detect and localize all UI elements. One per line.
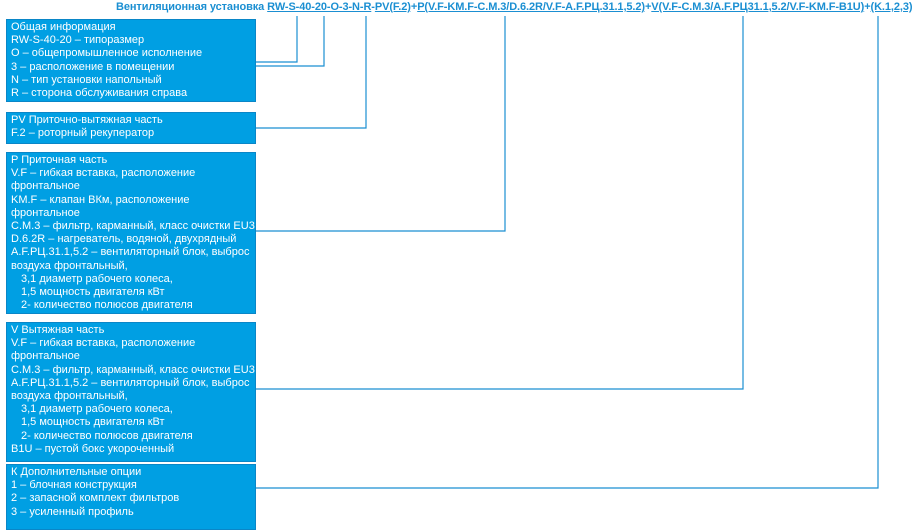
code-part-exhaust: V(V.F-C.M.3/A.F.PЦ31.1,5.2/V.F-KM.F-B1U) [651, 1, 865, 13]
connector-supply [256, 16, 506, 232]
box-line: О – общепромышленное исполнение [11, 47, 203, 60]
box-line: V.F – гибкая вставка, расположение фронт… [11, 167, 196, 193]
box-line: 2- количество полюсов двигателя [21, 299, 193, 312]
box-line: 3 – расположение в помещении [11, 60, 175, 73]
box-line: C.M.3 – фильтр, карманный, класс очистки… [11, 363, 255, 376]
box-general-info: Общая информация RW-S-40-20 – типоразмер… [6, 19, 256, 102]
code-separator: - [371, 1, 375, 13]
box-line: C.M.3 – фильтр, карманный, класс очистки… [11, 220, 255, 233]
box-line: 1,5 мощность двигателя кВт [21, 286, 165, 299]
code-part-pv: PV(F.2) [374, 1, 411, 13]
connector-general-b [256, 16, 325, 67]
code-part-base: RW-S-40-20-O-3-N-R [267, 1, 372, 13]
code-part-options: (K.1,2,3) [870, 1, 912, 13]
box-line: N – тип установки напольный [11, 73, 162, 86]
box-line: 2 – запасной комплект фильтров [11, 492, 180, 505]
box-line: 3,1 диаметр рабочего колеса, [21, 272, 173, 285]
code-separator: + [864, 1, 871, 13]
box-line: KM.F – клапан ВКм, расположение фронталь… [11, 193, 190, 219]
box-title: PV Приточно-вытяжная часть [11, 114, 163, 126]
box-line: 3 – усиленный профиль [11, 505, 134, 518]
header-label: Вентиляционная установка [116, 1, 268, 13]
box-line: V.F – гибкая вставка, расположение фронт… [11, 337, 196, 363]
connector-general-a [256, 16, 298, 63]
box-additional-options: К Дополнительные опции 1 – блочная конст… [6, 464, 256, 530]
box-line: R – сторона обслуживания справа [11, 87, 188, 100]
connector-exhaust [256, 16, 744, 390]
box-title: P Приточная часть [11, 154, 108, 166]
box-title: К Дополнительные опции [11, 466, 142, 478]
code-separator: + [410, 1, 418, 13]
box-title: Общая информация [11, 21, 116, 33]
box-title: V Вытяжная часть [11, 324, 105, 336]
code-separator: + [644, 1, 652, 13]
box-supply-exhaust: PV Приточно-вытяжная часть F.2 – роторны… [6, 112, 256, 144]
diagram-header: Вентиляционная установка RW-S-40-20-O-3-… [116, 1, 912, 13]
box-exhaust-part: V Вытяжная часть V.F – гибкая вставка, р… [6, 322, 256, 462]
box-line: 1 – блочная конструкция [11, 479, 137, 492]
code-part-supply: P(V.F-KM.F-C.M.3/D.6.2R/V.F-A.F.PЦ.31.1,… [417, 1, 645, 13]
box-line: D.6.2R – нагреватель, водяной, двухрядны… [11, 233, 237, 246]
box-line: B1U – пустой бокс укороченный [11, 442, 175, 455]
box-line: 3,1 диаметр рабочего колеса, [21, 403, 173, 416]
box-line: 2- количество полюсов двигателя [21, 429, 193, 442]
box-line: A.F.PЦ.31.1,5.2 – вентиляторный блок, вы… [11, 246, 250, 272]
connector-options [256, 16, 879, 489]
box-line: A.F.PЦ.31.1,5.2 – вентиляторный блок, вы… [11, 376, 250, 403]
box-line: 1,5 мощность двигателя кВт [21, 416, 165, 429]
box-line: F.2 – роторный рекуператор [11, 127, 155, 140]
model-code: RW-S-40-20-O-3-N-R-PV(F.2)+P(V.F-KM.F-C.… [267, 1, 912, 13]
box-supply-part: P Приточная часть V.F – гибкая вставка, … [6, 152, 256, 314]
box-line: RW-S-40-20 – типоразмер [11, 34, 145, 47]
connector-pv [256, 16, 367, 129]
